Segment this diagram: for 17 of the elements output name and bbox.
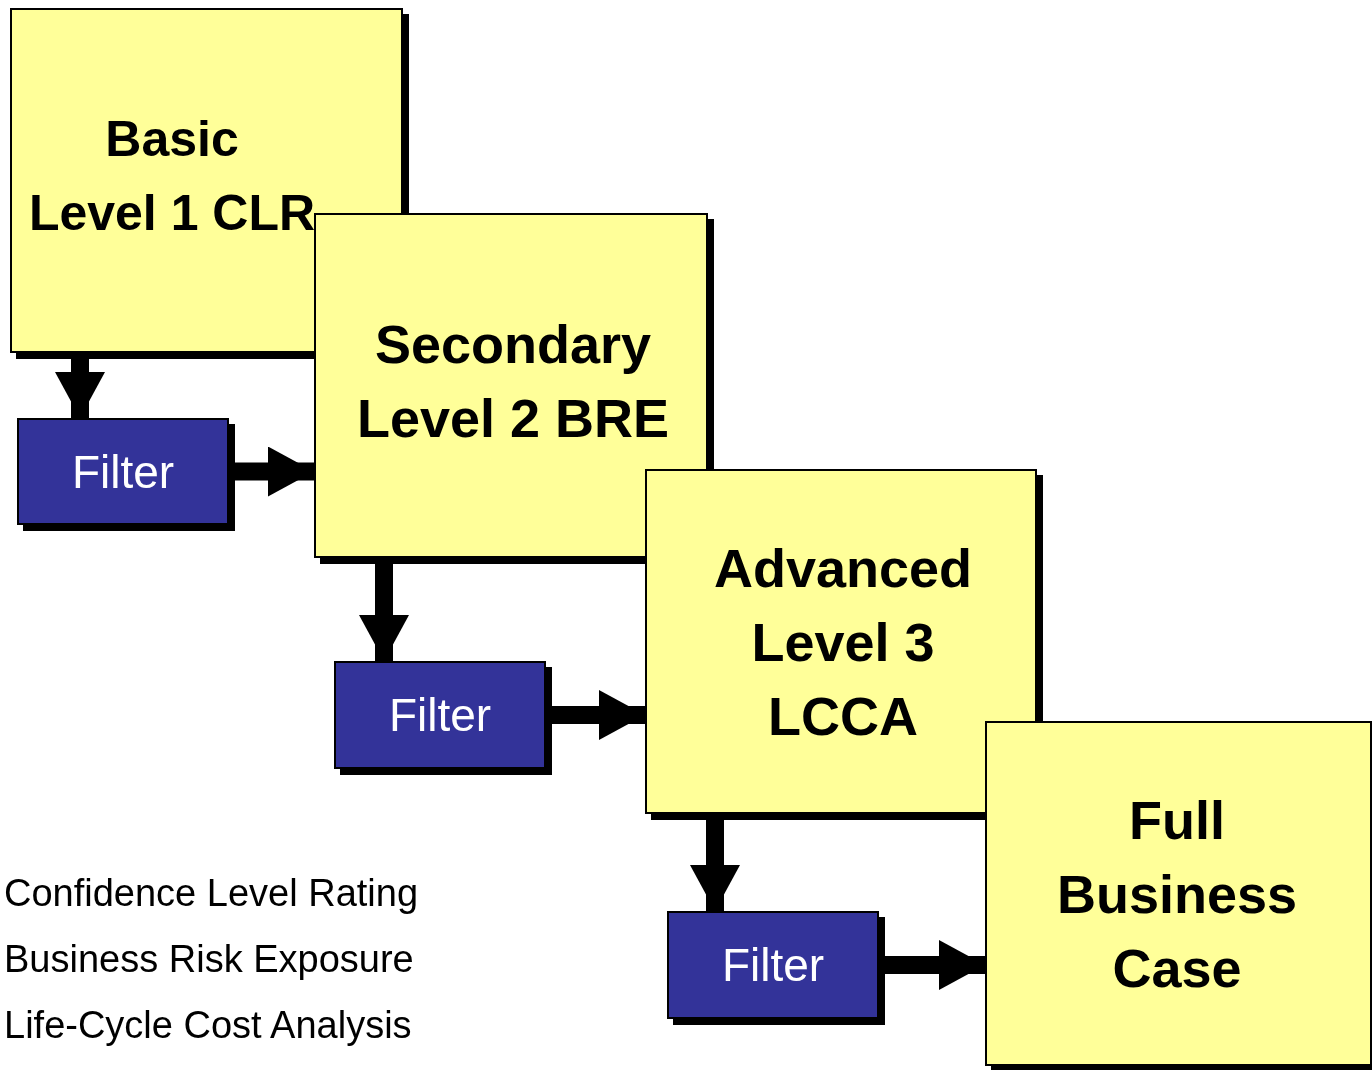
stage-title: Advanced Level 3 LCCA bbox=[712, 537, 974, 748]
abbreviation-note: Life-Cycle Cost Analysis bbox=[4, 1004, 412, 1047]
arrow bbox=[359, 563, 409, 661]
arrow bbox=[551, 690, 645, 740]
stage-title: Basic bbox=[104, 110, 240, 169]
abbreviation-note: Confidence Level Rating bbox=[4, 872, 419, 915]
stage-title: Secondary Level 2 BRE bbox=[355, 313, 671, 450]
stage-title: Level 1 CLR bbox=[27, 184, 317, 243]
filter-label: Filter bbox=[720, 938, 826, 992]
arrow bbox=[690, 819, 740, 911]
filter-label: Filter bbox=[70, 444, 176, 499]
arrow bbox=[884, 940, 985, 990]
arrow bbox=[55, 358, 105, 418]
abbreviation-note: Business Risk Exposure bbox=[4, 938, 414, 981]
stage-title: Full Business Case bbox=[1055, 789, 1299, 1000]
filter-label: Filter bbox=[387, 688, 493, 742]
arrow bbox=[234, 446, 314, 497]
